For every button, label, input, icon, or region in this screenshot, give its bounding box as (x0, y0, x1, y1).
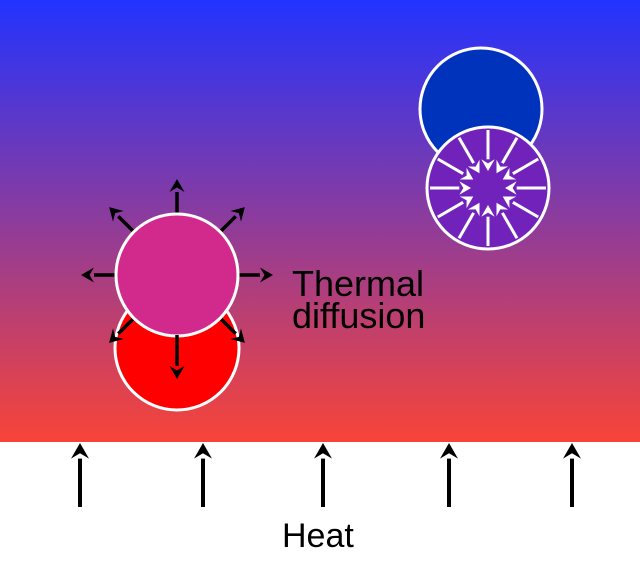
up-arrow-icon (314, 443, 332, 507)
inward-arrow-icon (430, 181, 471, 195)
thermal-diffusion-label: Thermal diffusion (292, 263, 426, 336)
up-arrow-icon (563, 443, 581, 507)
up-arrow-icon (440, 443, 458, 507)
outward-arrow-down (169, 335, 185, 379)
up-arrow-icon (194, 443, 212, 507)
inward-arrow-icon (457, 137, 480, 174)
inward-arrow-icon (481, 205, 495, 246)
inward-arrow-icon (505, 181, 546, 195)
thermal-label-line2: diffusion (292, 295, 426, 336)
up-arrow-icon (71, 443, 89, 507)
inward-arrow-icon (457, 202, 480, 239)
inward-arrow-icon (502, 157, 539, 180)
atmosphere-gradient (0, 0, 640, 442)
ground-area (0, 442, 640, 567)
inward-arrow-icon (496, 137, 519, 174)
thermal-label-line1: Thermal (292, 263, 425, 304)
inward-arrow-icon (502, 196, 539, 219)
inward-arrow-icon (496, 202, 519, 239)
outward-arrow-icon (169, 335, 185, 379)
cold-parcel-current (425, 125, 551, 251)
cold-parcel-group (418, 46, 551, 251)
heat-arrows (71, 443, 581, 507)
inward-arrow-icon (437, 196, 474, 219)
hot-parcel-group (81, 179, 273, 412)
heat-label: Heat (282, 517, 354, 555)
outward-arrows (81, 179, 273, 343)
inward-arrow-icon (481, 130, 495, 171)
hot-parcel-current (114, 212, 240, 338)
inward-arrows (430, 130, 546, 246)
inward-arrow-icon (437, 157, 474, 180)
